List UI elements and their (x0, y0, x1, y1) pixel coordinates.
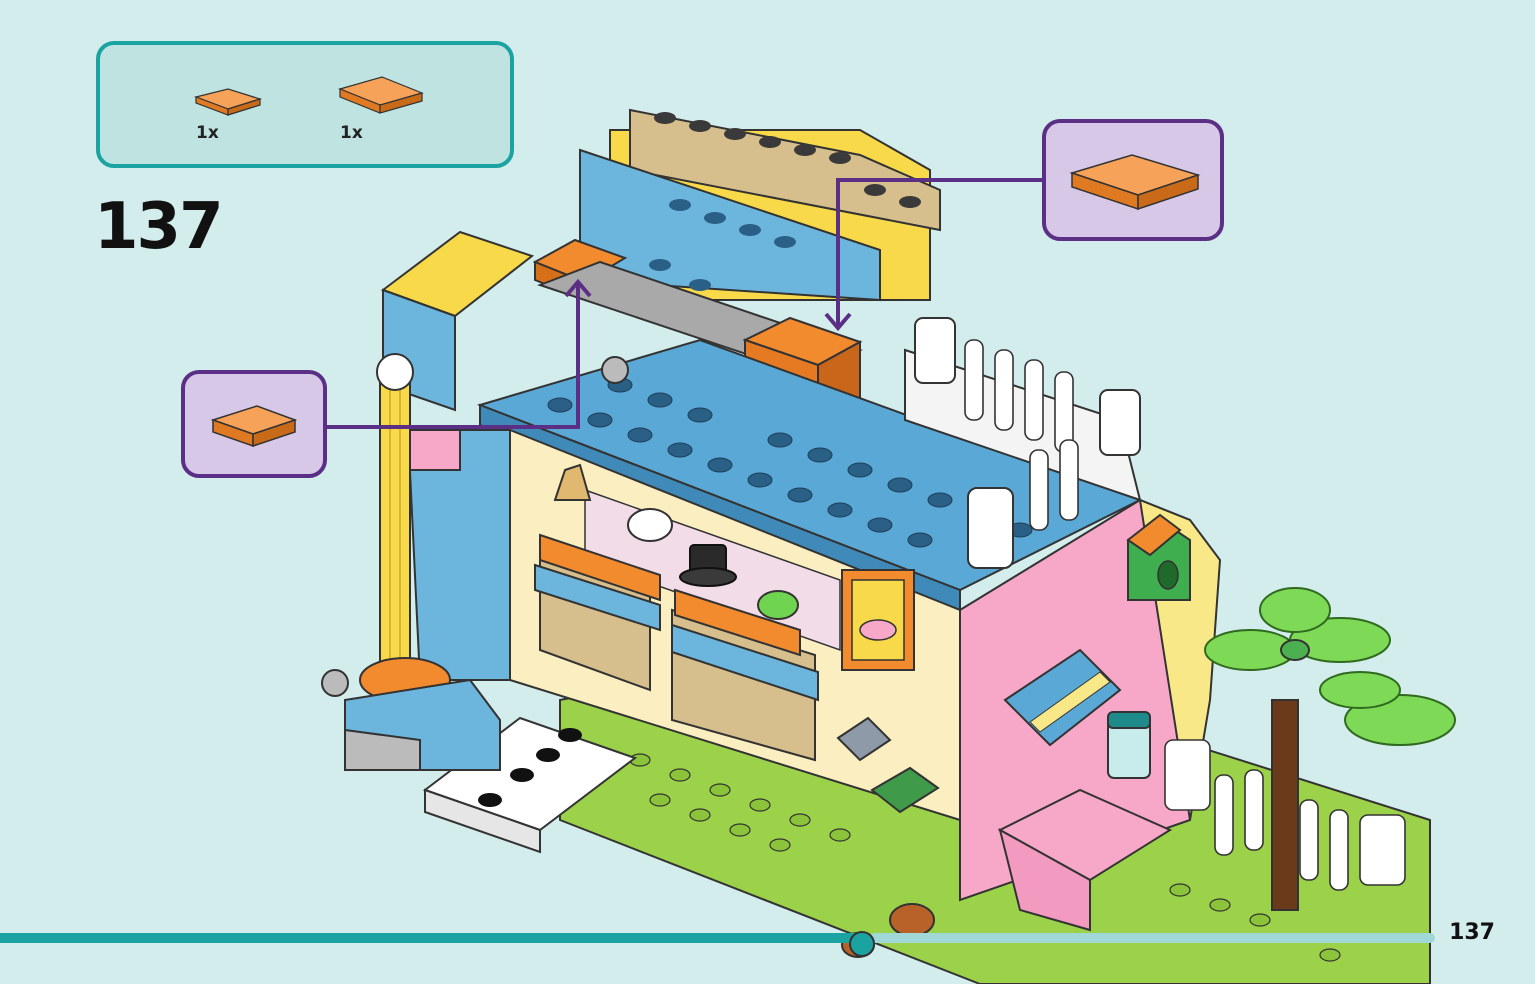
callout-box (1042, 119, 1224, 241)
parts-list-box: 1x 1x (96, 41, 514, 168)
part-item (192, 85, 282, 117)
orange-curved-tile-icon (210, 405, 298, 448)
part-quantity: 1x (340, 123, 363, 143)
part-item (336, 73, 426, 117)
step-number: 137 (94, 190, 224, 264)
page-number: 137 (1449, 920, 1495, 945)
part-quantity: 1x (196, 123, 219, 143)
callout-box (181, 370, 327, 478)
small-orange-curved-tile-icon (193, 88, 263, 116)
orange-curved-tile-icon (1069, 154, 1201, 211)
large-orange-curved-tile-icon (338, 76, 424, 114)
